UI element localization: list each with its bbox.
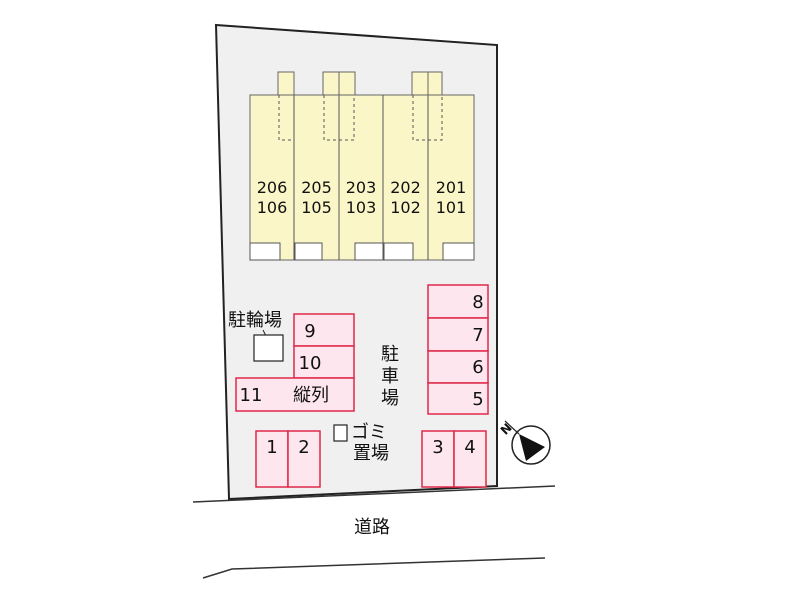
road-edge-upper	[192, 485, 556, 503]
unit-label-lower: 102	[390, 198, 421, 217]
unit-label-upper: 206	[257, 178, 288, 197]
north-label: N	[498, 421, 515, 438]
parking-number: 5	[472, 389, 483, 410]
unit-label-lower: 105	[301, 198, 332, 217]
parking-number: 8	[472, 292, 483, 313]
garbage-label: ゴミ	[351, 422, 387, 443]
parking-number: 7	[472, 325, 483, 346]
parking-space	[235, 377, 355, 412]
parking-label: 場	[381, 388, 399, 409]
unit-label-lower: 103	[346, 198, 377, 217]
north-arrow-icon	[504, 420, 551, 465]
parking-space	[421, 430, 455, 488]
unit-label-upper: 201	[436, 178, 467, 197]
garbage-box	[333, 424, 348, 442]
parking-number: 11	[240, 385, 263, 406]
parking-space	[427, 350, 489, 384]
parking-number: 6	[472, 357, 483, 378]
unit-label-lower: 106	[257, 198, 288, 217]
road-edge-lower	[202, 557, 546, 579]
parking-space	[427, 382, 489, 415]
unit-label-upper: 205	[301, 178, 332, 197]
unit-label-upper: 202	[390, 178, 421, 197]
parking-number: 4	[464, 437, 475, 458]
parking-space	[427, 317, 489, 352]
parking-label: 車	[381, 366, 399, 387]
building	[249, 71, 475, 261]
parking-space	[293, 313, 355, 347]
parking-number: 1	[266, 437, 277, 458]
parking-number: 10	[299, 353, 322, 374]
parking-space	[287, 430, 321, 488]
road-label: 道路	[354, 517, 390, 538]
unit-label-upper: 203	[346, 178, 377, 197]
bicycle-parking-label: 駐輪場	[228, 310, 282, 331]
parking-label: 駐	[381, 344, 399, 365]
parking-number: 9	[304, 321, 315, 342]
parking-space	[453, 430, 487, 488]
tandem-label: 縦列	[293, 385, 329, 406]
unit-label-lower: 101	[436, 198, 467, 217]
parking-space	[293, 345, 355, 379]
parking-number: 3	[432, 437, 443, 458]
garbage-label: 置場	[353, 443, 389, 464]
bicycle-parking-box	[253, 334, 284, 362]
parking-number: 2	[298, 437, 309, 458]
parking-space	[255, 430, 289, 488]
